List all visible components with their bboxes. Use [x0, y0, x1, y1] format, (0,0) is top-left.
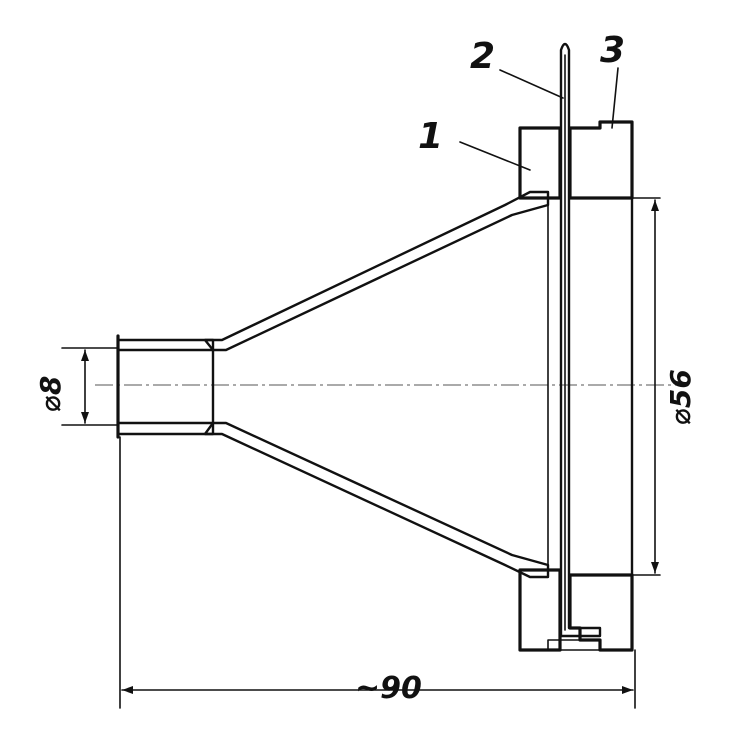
leader-part2 [499, 69, 564, 99]
plate-part2 [559, 42, 602, 638]
label-inlet-diameter: ⌀8 [34, 376, 67, 412]
dimension-length [119, 436, 636, 709]
flange-part1-top [518, 126, 562, 200]
label-part1: 1 [418, 116, 443, 157]
label-part2: 2 [470, 36, 495, 77]
ring-part3-top [568, 120, 634, 200]
inlet-tube [116, 334, 215, 439]
flange-part1-bottom [518, 568, 562, 652]
leader-part1 [459, 141, 531, 171]
label-outlet-diameter: ⌀56 [664, 369, 697, 425]
label-part3: 3 [600, 30, 625, 71]
dimension-inlet [61, 347, 119, 426]
leader-part3 [611, 67, 619, 129]
label-length: ~90 [355, 671, 422, 706]
